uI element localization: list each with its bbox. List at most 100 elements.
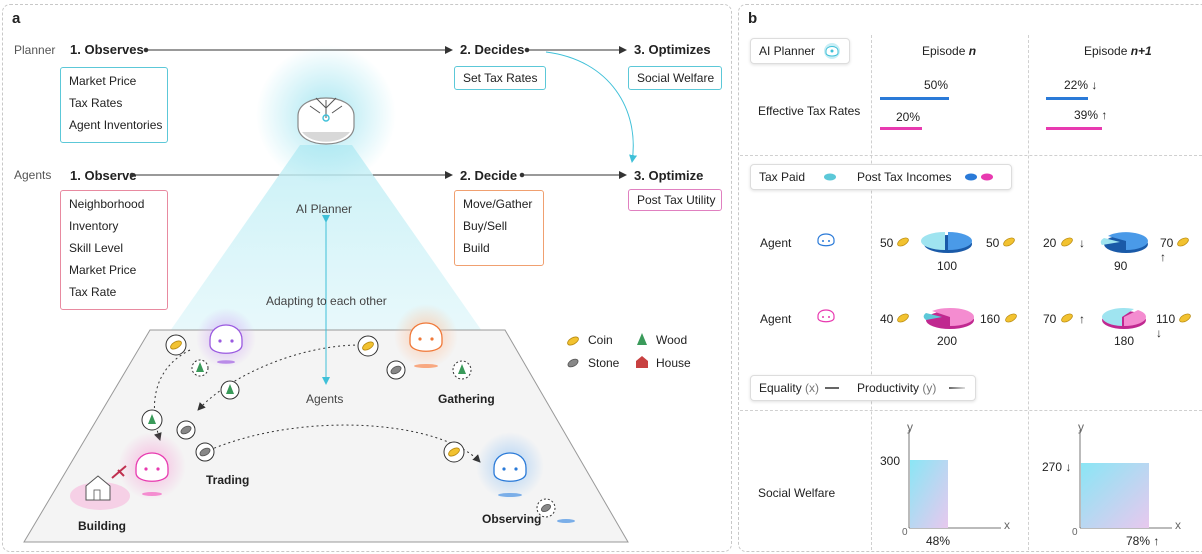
agents-step-observe: 1. Observe — [70, 168, 137, 183]
list-item: Social Welfare — [637, 71, 715, 85]
planner-to-agent-optimize-arrow — [545, 51, 638, 163]
house-legend-icon — [636, 356, 648, 368]
coin-icon — [897, 313, 909, 323]
agents-step-decide: 2. Decide — [460, 168, 518, 183]
agent-orange — [394, 304, 458, 368]
post-tax-incomes-icon — [965, 173, 993, 181]
panel-b-label: b — [748, 10, 758, 27]
list-item: Skill Level — [69, 241, 124, 255]
welfare-n-axis-y: y — [907, 420, 913, 434]
tax-rates-label: Effective Tax Rates — [758, 104, 861, 118]
agent2-n-pie — [923, 307, 975, 329]
agents-step-optimize: 3. Optimize — [634, 168, 704, 183]
welfare-area-n — [910, 460, 948, 528]
agent2-n-left: 40 — [880, 312, 894, 326]
tax-paid-icon — [824, 173, 836, 181]
planner-step-observes: 1. Observes — [70, 42, 144, 57]
agent2-avatar-icon — [817, 309, 835, 323]
agent2-n-right: 160 — [980, 312, 1001, 326]
agent1-n-total: 100 — [937, 259, 958, 273]
list-item: Tax Rate — [69, 285, 117, 299]
resource-tokens — [141, 334, 556, 518]
list-item: Market Price — [69, 74, 137, 88]
list-item: Move/Gather — [463, 197, 533, 211]
list-item: Market Price — [69, 263, 137, 277]
agent1-n-right: 50 — [986, 236, 1000, 250]
list-item: Post Tax Utility — [637, 193, 716, 207]
list-item: Set Tax Rates — [463, 71, 538, 85]
agent1-n-pie — [921, 232, 972, 253]
agent2-n1-total: 180 — [1114, 334, 1135, 348]
productivity-label: Productivity (y) — [857, 381, 937, 395]
list-item: Agent Inventories — [69, 118, 163, 132]
agents-decide-box: Move/Gather Buy/Sell Build — [454, 190, 544, 266]
post-tax-incomes-label: Post Tax Incomes — [857, 170, 952, 184]
planner-observes-box: Market Price Tax Rates Agent Inventories — [60, 67, 168, 143]
equality-swatch — [825, 387, 839, 389]
agent2-n1-right: 110 ↓ — [1156, 312, 1176, 340]
agent-blue — [476, 432, 575, 523]
coin-icon — [1061, 237, 1073, 247]
agent2-label: Agent — [760, 312, 792, 326]
coin-icon — [567, 336, 579, 346]
planner-optimizes-box: Social Welfare — [628, 66, 722, 90]
agent-purple — [196, 308, 256, 368]
panel-a-graphics — [23, 45, 648, 543]
welfare-n-x-value: 48% — [926, 534, 951, 548]
coin-icon — [1179, 313, 1191, 323]
agent-pink — [118, 432, 186, 500]
coin-icon — [897, 237, 909, 247]
episode-n1-header: Episode n+1 — [1084, 44, 1152, 58]
pyramid-agents-label: Agents — [306, 392, 344, 406]
list-item: Tax Rates — [69, 96, 123, 110]
welfare-n-y-value: 300 — [880, 454, 901, 468]
tax-rate-n1-blue: 22% ↓ — [1064, 78, 1098, 92]
pyramid-ai-planner-label: AI Planner — [296, 202, 353, 216]
agent1-n1-pie — [1100, 232, 1148, 253]
welfare-n-axis-x: x — [1004, 518, 1010, 532]
stone-icon — [567, 358, 579, 368]
wood-icon — [637, 333, 647, 345]
social-welfare-label: Social Welfare — [758, 486, 836, 500]
agents-observe-box: Neighborhood Inventory Skill Level Marke… — [60, 190, 168, 310]
legend-house-label: House — [656, 356, 691, 370]
agent1-label: Agent — [760, 236, 792, 250]
planner-role-label: Planner — [14, 43, 56, 57]
agent1-n1-left: 20 ↓ — [1043, 236, 1086, 250]
equality-label: Equality (x) — [759, 381, 820, 395]
tax-rate-n1-pink: 39% ↑ — [1074, 108, 1108, 122]
activity-observing: Observing — [482, 512, 542, 526]
list-item: Inventory — [69, 219, 119, 233]
ai-planner-tag: AI Planner — [750, 38, 850, 64]
agent1-avatar-icon — [817, 233, 835, 247]
welfare-chart-n1 — [1079, 430, 1172, 529]
list-item: Neighborhood — [69, 197, 145, 211]
episode-n-header: Episode n — [922, 44, 977, 58]
planner-step-decides: 2. Decides — [460, 42, 525, 57]
panel-a — [2, 4, 732, 552]
welfare-n1-axis-y: y — [1078, 420, 1084, 434]
ai-planner-tag-label: AI Planner — [759, 44, 816, 58]
agent2-n1-left: 70 ↑ — [1043, 312, 1086, 326]
legend-wood-label: Wood — [656, 333, 688, 347]
welfare-legend: Equality (x) Productivity (y) — [750, 375, 976, 401]
list-item: Buy/Sell — [463, 219, 508, 233]
panel-a-label: a — [12, 10, 21, 27]
agents-role-label: Agents — [14, 168, 52, 182]
welfare-n1-origin: 0 — [1072, 527, 1078, 538]
house-icon — [70, 465, 130, 510]
agent1-n1-total: 90 — [1114, 259, 1128, 273]
welfare-n1-x-value: 78% ↑ — [1126, 534, 1160, 548]
pyramid-adapting-label: Adapting to each other — [266, 294, 387, 308]
welfare-n1-y-value: 270 ↓ — [1042, 460, 1072, 474]
legend-icons — [567, 333, 648, 368]
legend-coin-label: Coin — [588, 333, 613, 347]
ai-planner-icon — [824, 43, 840, 59]
agent1-n-left: 50 — [880, 236, 894, 250]
welfare-chart-n — [908, 430, 1001, 529]
tax-paid-label: Tax Paid — [759, 170, 806, 184]
agent1-n1-right: 70 ↑ — [1160, 236, 1174, 264]
tax-legend: Tax Paid Post Tax Incomes — [750, 164, 1012, 190]
coin-icon — [1061, 313, 1073, 323]
coin-icon — [1003, 237, 1015, 247]
